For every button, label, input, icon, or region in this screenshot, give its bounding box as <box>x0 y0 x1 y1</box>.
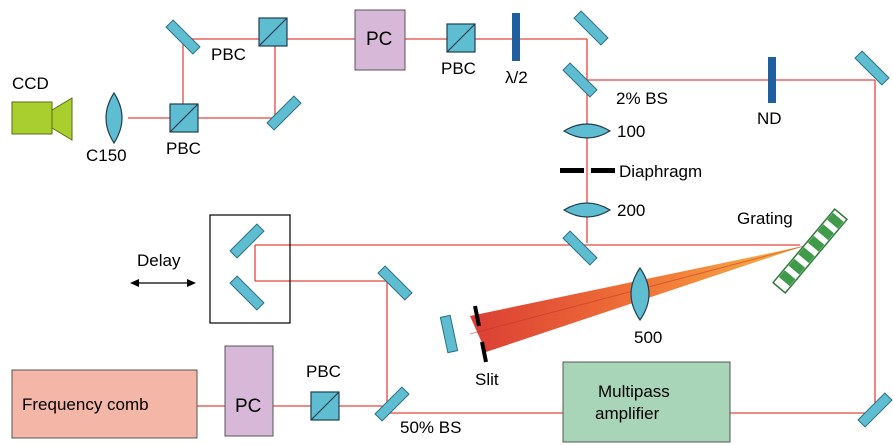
pbc-top-right-label: PBC <box>441 59 476 78</box>
mirror-top-right <box>573 10 609 46</box>
delay-label: Delay <box>137 251 181 270</box>
multipass-label-line2: amplifier <box>595 404 660 423</box>
nd-filter <box>768 57 776 103</box>
half-wave-plate <box>512 13 520 61</box>
mirror-before-grating <box>562 230 598 266</box>
frequency-comb-label: Frequency comb <box>22 395 149 414</box>
lens-c150 <box>105 91 123 145</box>
beam-splitter-50pct <box>374 386 410 422</box>
pbc-cube-bottom <box>310 391 340 421</box>
lens200-label: 200 <box>617 201 645 220</box>
pc-top-label: PC <box>366 29 392 50</box>
diffraction-grating <box>771 208 849 294</box>
multipass-amplifier-box <box>562 361 731 443</box>
beam-paths <box>128 38 876 414</box>
pbc-cube-top-left <box>258 17 288 47</box>
lens500-label: 500 <box>634 328 662 347</box>
c150-label: C150 <box>86 146 127 165</box>
lens-200 <box>562 202 612 218</box>
mirror-far-right-top <box>854 50 890 86</box>
lens-500 <box>630 266 650 322</box>
pockels-cell-top <box>354 9 406 71</box>
pbc-bottom-label: PBC <box>306 362 341 381</box>
mirror-mid-left <box>266 95 302 131</box>
mirror-top-left <box>165 19 201 55</box>
frequency-comb-box <box>11 369 198 439</box>
mirror-far-right-bottom <box>857 392 893 428</box>
mirror-mid-delay-out <box>377 265 413 301</box>
slit-label: Slit <box>475 370 499 389</box>
pbc-cube-bottom-left <box>169 103 199 133</box>
pbc-bottom-left-label: PBC <box>166 139 201 158</box>
mirror-slit-return <box>439 314 459 354</box>
bs2-label: 2% BS <box>616 89 668 108</box>
multipass-label-line1: Multipass <box>598 382 670 401</box>
diaphragm <box>560 168 615 173</box>
pc-bottom-label: PC <box>235 396 261 417</box>
ccd-camera <box>11 97 73 141</box>
half-wave-label: λ/2 <box>505 68 528 87</box>
double-arrow-icon <box>130 279 196 287</box>
delay-stage[interactable] <box>209 214 291 324</box>
pbc-top-left-label: PBC <box>211 45 246 64</box>
diaphragm-label: Diaphragm <box>619 162 702 181</box>
beam-splitter-2pct <box>562 62 598 98</box>
nd-label: ND <box>757 109 782 128</box>
lens100-label: 100 <box>617 122 645 141</box>
lens-100 <box>562 123 612 139</box>
pockels-cell-bottom <box>224 345 274 437</box>
ccd-label: CCD <box>12 74 49 93</box>
bs50-label: 50% BS <box>400 418 461 437</box>
pbc-cube-top-right <box>446 23 476 53</box>
grating-label: Grating <box>737 209 793 228</box>
slit <box>473 305 488 363</box>
